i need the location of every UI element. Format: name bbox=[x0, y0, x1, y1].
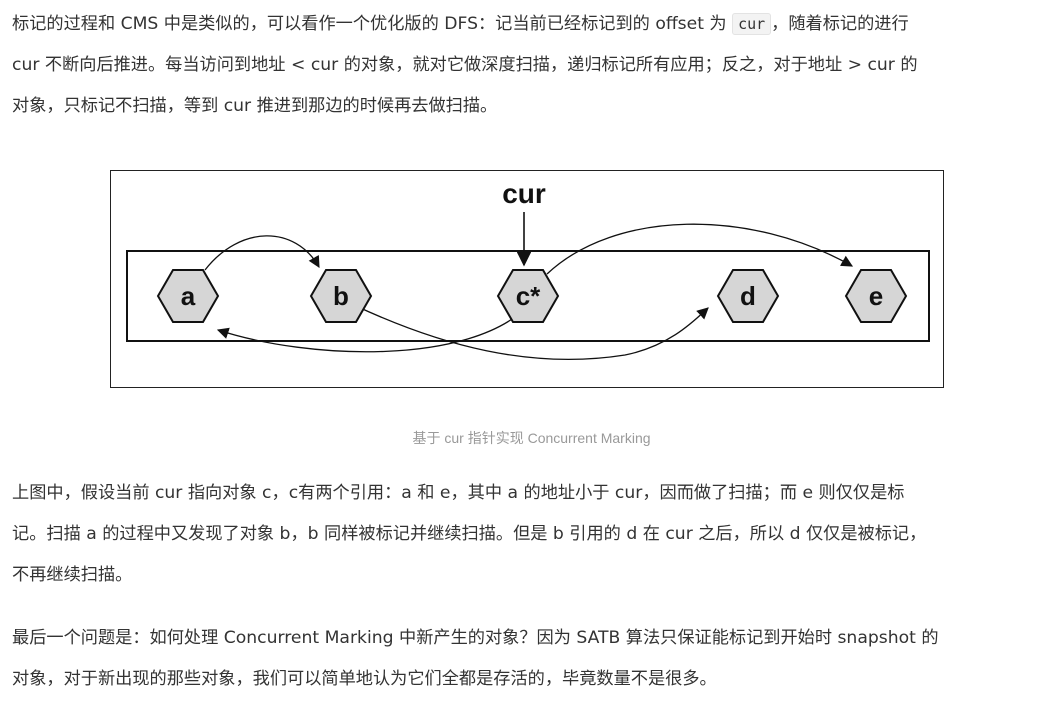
heap-band bbox=[126, 250, 930, 342]
text-line: 标记的过程和 CMS 中是类似的，可以看作一个优化版的 DFS：记当前已经标记到… bbox=[12, 4, 1052, 45]
edge-c-to-a bbox=[216, 305, 529, 353]
text-span: ，随着标记的进行 bbox=[771, 14, 909, 34]
edge-a-to-b bbox=[204, 235, 320, 271]
marking-diagram: cur a b c* d e bbox=[126, 178, 930, 360]
text-line: 对象，对于新出现的那些对象，我们可以简单地认为它们全都是存活的，毕竟数量不是很多… bbox=[12, 669, 717, 689]
text-line: 对象，只标记不扫描，等到 cur 推进到那边的时候再去做扫描。 bbox=[12, 96, 498, 116]
node-label: d bbox=[740, 281, 756, 311]
node-c: c* bbox=[496, 269, 560, 323]
intro-paragraph: 标记的过程和 CMS 中是类似的，可以看作一个优化版的 DFS：记当前已经标记到… bbox=[12, 4, 1052, 127]
node-b: b bbox=[309, 269, 373, 323]
inline-code-cur: cur bbox=[732, 13, 772, 35]
text-line: 上图中，假设当前 cur 指向对象 c，c有两个引用：a 和 e，其中 a 的地… bbox=[12, 483, 905, 503]
cur-pointer-label: cur bbox=[502, 178, 546, 209]
edge-b-to-d bbox=[355, 305, 709, 360]
text-span: 标记的过程和 CMS 中是类似的，可以看作一个优化版的 DFS：记当前已经标记到… bbox=[12, 14, 727, 34]
node-d: d bbox=[716, 269, 780, 323]
node-label: c* bbox=[516, 281, 541, 311]
text-line: 最后一个问题是：如何处理 Concurrent Marking 中新产生的对象？… bbox=[12, 628, 939, 648]
node-label: e bbox=[869, 281, 883, 311]
edge-c-to-e bbox=[546, 223, 854, 275]
node-e: e bbox=[844, 269, 908, 323]
figure-frame bbox=[110, 170, 944, 388]
text-line: 不再继续扫描。 bbox=[12, 565, 133, 585]
question-paragraph: 最后一个问题是：如何处理 Concurrent Marking 中新产生的对象？… bbox=[12, 618, 1052, 700]
text-line: 记。扫描 a 的过程中又发现了对象 b，b 同样被标记并继续扫描。但是 b 引用… bbox=[12, 524, 927, 544]
figure-caption: 基于 cur 指针实现 Concurrent Marking bbox=[412, 430, 651, 446]
node-label: b bbox=[333, 281, 349, 311]
node-label: a bbox=[181, 281, 196, 311]
explanation-paragraph: 上图中，假设当前 cur 指向对象 c，c有两个引用：a 和 e，其中 a 的地… bbox=[12, 473, 1052, 596]
node-a: a bbox=[156, 269, 220, 323]
text-line: cur 不断向后推进。每当访问到地址 < cur 的对象，就对它做深度扫描，递归… bbox=[12, 55, 918, 75]
